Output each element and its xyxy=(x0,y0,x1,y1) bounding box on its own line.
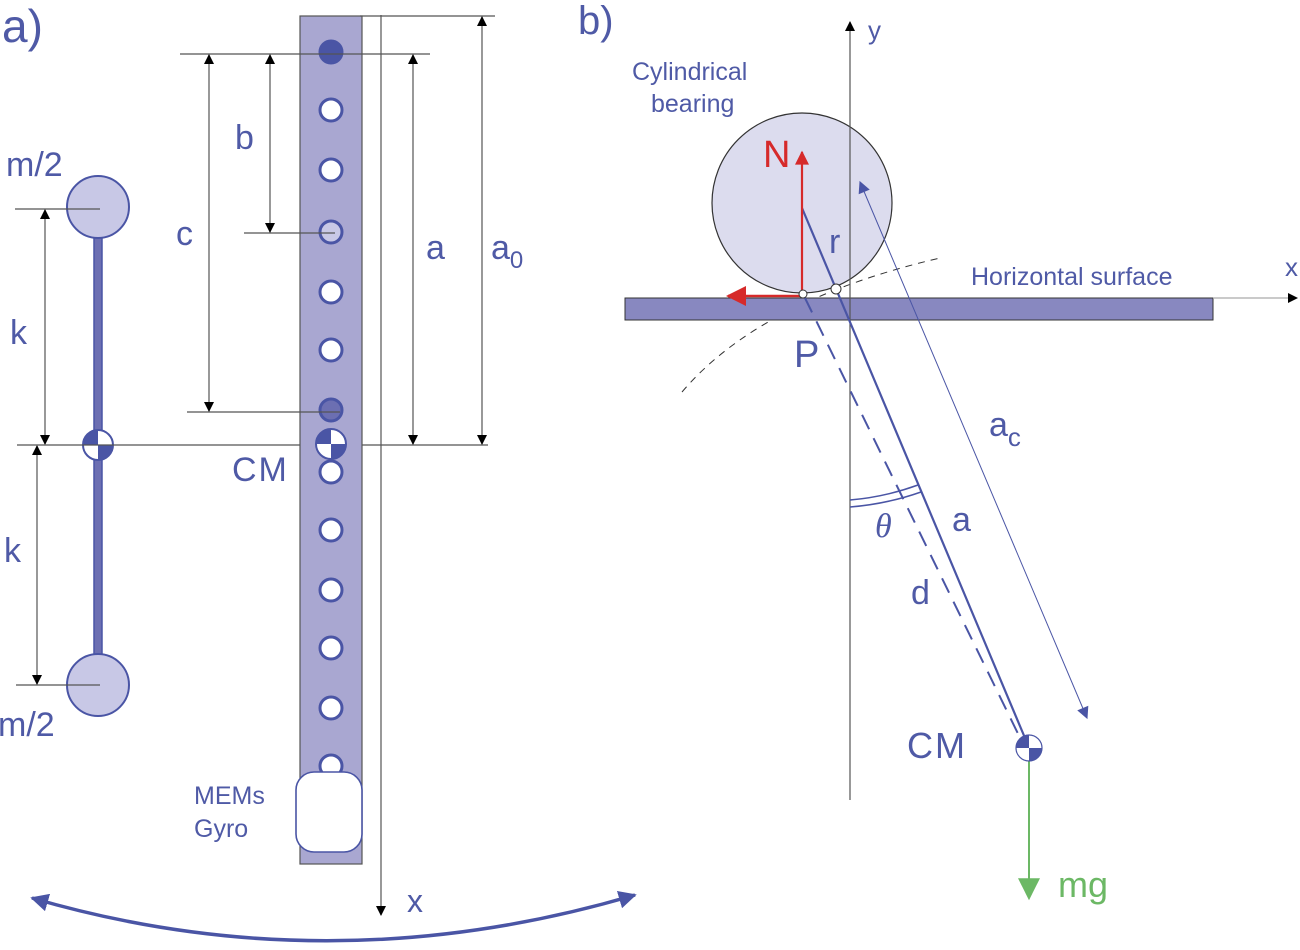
contact-point-secondary xyxy=(830,283,842,295)
panel-b-label: b) xyxy=(578,0,614,43)
panel-b: b) Cylindrical bearing Horizontal surfac… xyxy=(578,0,1298,905)
theta-label: θ xyxy=(875,508,892,545)
mems-gyro xyxy=(295,771,363,853)
d-dashed-line xyxy=(804,297,1026,749)
a0-label: a0 xyxy=(491,229,523,274)
ac-dimension-arrow xyxy=(858,180,1089,720)
b-label: b xyxy=(235,119,254,157)
normal-force-label: N xyxy=(763,134,790,176)
y-axis-label: y xyxy=(868,15,881,45)
bar-hole xyxy=(318,695,344,721)
top-mass-label: m/2 xyxy=(6,146,63,184)
surface-label: Horizontal surface xyxy=(971,263,1172,291)
k-top-label: k xyxy=(10,314,28,352)
bottom-mass-label: m/2 xyxy=(0,706,55,744)
swing-arc-arrow xyxy=(30,890,637,943)
top-mass xyxy=(66,175,130,239)
pendulum-cm-symbol-icon xyxy=(1015,734,1043,762)
bar-hole xyxy=(318,97,344,123)
bearing-label-line1: Cylindrical xyxy=(632,58,747,86)
bar-hole xyxy=(318,157,344,183)
pivot-hole xyxy=(318,39,344,65)
d-label: d xyxy=(911,574,930,612)
bar-hole xyxy=(318,459,344,485)
bearing-label-line2: bearing xyxy=(651,90,734,118)
bar-holes xyxy=(318,39,344,779)
x-axis-label-b: x xyxy=(1285,252,1298,282)
pendulum-cm-label: CM xyxy=(907,725,967,766)
bar-hole xyxy=(318,577,344,603)
a-label: a xyxy=(426,229,445,267)
bar-hole xyxy=(318,635,344,661)
x-axis-label-a: x xyxy=(407,883,423,919)
gyro-label-line1: MEMs xyxy=(194,782,265,810)
bar-hole xyxy=(318,337,344,363)
panel-a: a) m/2 m/2 k k xyxy=(0,0,637,943)
dumbbell xyxy=(66,175,130,717)
rod-a-label: a xyxy=(952,501,971,539)
c-label: c xyxy=(176,215,193,253)
horizontal-surface xyxy=(624,297,1214,321)
gravity-force-label: mg xyxy=(1058,864,1108,905)
bar-hole xyxy=(318,517,344,543)
bar-cm-symbol-icon xyxy=(315,428,347,460)
bar-hole xyxy=(318,397,344,423)
theta-arc-outer xyxy=(849,484,919,501)
ac-label: ac xyxy=(989,406,1021,452)
panel-a-label: a) xyxy=(2,0,43,52)
bar-cm-label: CM xyxy=(232,451,289,489)
k-bottom-label: k xyxy=(4,532,22,570)
theta-arc-inner xyxy=(849,491,922,508)
r-label: r xyxy=(829,223,840,261)
contact-point-p xyxy=(798,289,808,299)
bar-hole xyxy=(318,279,344,305)
p-label: P xyxy=(794,334,819,376)
gyro-label-line2: Gyro xyxy=(194,815,248,843)
bar-hole xyxy=(318,219,344,245)
